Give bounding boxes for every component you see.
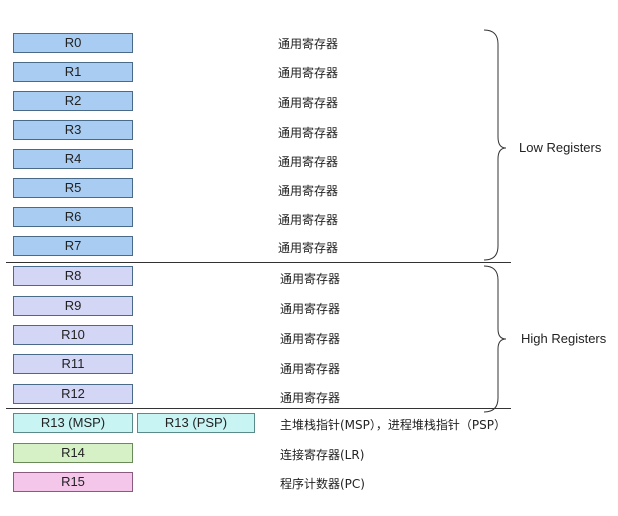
register-r11-desc: 通用寄存器: [280, 362, 341, 376]
register-r13-psp: R13 (PSP): [137, 413, 255, 433]
register-r13-msp: R13 (MSP): [13, 413, 133, 433]
register-r15: R15: [13, 472, 133, 492]
register-r11: R11: [13, 354, 133, 374]
register-r7-desc: 通用寄存器: [278, 241, 339, 255]
high-registers-brace: [483, 265, 507, 413]
register-r10: R10: [13, 325, 133, 345]
register-r1-desc: 通用寄存器: [278, 66, 339, 80]
register-r6: R6: [13, 207, 133, 227]
register-r15-desc: 程序计数器(PC): [280, 477, 365, 491]
register-r1: R1: [13, 62, 133, 82]
register-r5-desc: 通用寄存器: [278, 184, 339, 198]
low-registers-label: Low Registers: [519, 140, 602, 155]
high-registers-label: High Registers: [521, 331, 607, 346]
high-special-divider: [6, 408, 511, 409]
low-registers-brace: [483, 29, 507, 261]
register-r8-desc: 通用寄存器: [280, 272, 341, 286]
register-r2-desc: 通用寄存器: [278, 96, 339, 110]
register-r14-desc: 连接寄存器(LR): [280, 448, 365, 462]
register-r5: R5: [13, 178, 133, 198]
register-r3-desc: 通用寄存器: [278, 126, 339, 140]
register-r12: R12: [13, 384, 133, 404]
register-r0: R0: [13, 33, 133, 53]
register-r9: R9: [13, 296, 133, 316]
low-high-divider: [6, 262, 511, 263]
register-r4: R4: [13, 149, 133, 169]
register-r3: R3: [13, 120, 133, 140]
register-r12-desc: 通用寄存器: [280, 391, 341, 405]
register-r7: R7: [13, 236, 133, 256]
register-r8: R8: [13, 266, 133, 286]
register-r0-desc: 通用寄存器: [278, 37, 339, 51]
register-r6-desc: 通用寄存器: [278, 213, 339, 227]
register-r9-desc: 通用寄存器: [280, 302, 341, 316]
register-r14: R14: [13, 443, 133, 463]
register-r4-desc: 通用寄存器: [278, 155, 339, 169]
register-r10-desc: 通用寄存器: [280, 332, 341, 346]
register-r13-desc: 主堆栈指针(MSP），进程堆栈指针（PSP）: [280, 418, 506, 432]
register-r2: R2: [13, 91, 133, 111]
